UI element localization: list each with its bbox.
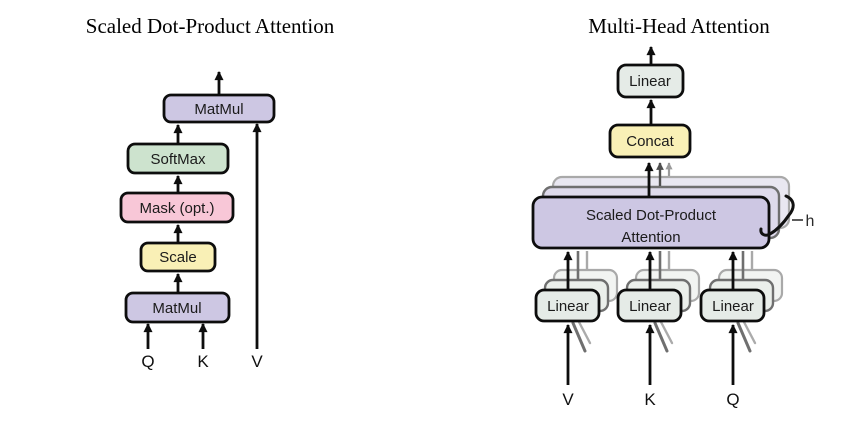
- linear-stack-v: Linear V: [534, 250, 619, 409]
- mha-input-q-label: Q: [726, 390, 739, 409]
- ghost-input-slant-v1: [571, 321, 587, 353]
- block-linear-out: Linear: [616, 63, 685, 99]
- block-scale: Scale: [139, 241, 217, 273]
- sdpa-input-k-label: K: [197, 352, 209, 371]
- ghost-input-slant-q2: [742, 320, 757, 345]
- ghost-input-slant-q1: [736, 321, 752, 353]
- matmul-top-box: [162, 93, 276, 124]
- linear-out-box: [616, 63, 685, 99]
- linear-stack-q: Linear Q: [699, 250, 784, 409]
- mask-box: [119, 191, 235, 224]
- sdpa-input-v-label: V: [251, 352, 263, 371]
- mha-input-k-label: K: [644, 390, 656, 409]
- sdpa-main-box: [531, 195, 771, 250]
- mask-label: Mask (opt.): [139, 200, 214, 217]
- ghost-input-slant-v2: [577, 320, 592, 345]
- sdpa-main-label-line1: Scaled Dot-Product: [586, 207, 717, 224]
- scale-label: Scale: [159, 249, 197, 266]
- heads-count-label: h: [806, 213, 815, 230]
- concat-box: [608, 123, 692, 159]
- sdpa-main-label-line2: Attention: [621, 229, 680, 246]
- sdpa-title: Scaled Dot-Product Attention: [86, 14, 335, 38]
- block-matmul-bottom: MatMul: [124, 291, 231, 324]
- block-sdpa-main: Scaled Dot-Product Attention: [531, 195, 771, 250]
- linear-v-box: [534, 288, 601, 323]
- mha-title: Multi-Head Attention: [588, 14, 770, 38]
- mha-input-v-label: V: [562, 390, 574, 409]
- sdpa-diagram: Scaled Dot-Product Attention MatMul Soft…: [86, 14, 335, 371]
- matmul-top-label: MatMul: [194, 101, 243, 118]
- block-softmax: SoftMax: [126, 142, 230, 175]
- concat-label: Concat: [626, 133, 674, 150]
- matmul-bottom-box: [124, 291, 231, 324]
- heads-slash-mark: [759, 194, 795, 237]
- sdpa-input-q-label: Q: [141, 352, 154, 371]
- linear-q-box: [699, 288, 766, 323]
- softmax-box: [126, 142, 230, 175]
- linear-q-label: Linear: [712, 298, 754, 315]
- linear-out-label: Linear: [629, 73, 671, 90]
- ghost-input-slant-k2: [659, 320, 674, 345]
- block-matmul-top: MatMul: [162, 93, 276, 124]
- softmax-label: SoftMax: [150, 151, 206, 168]
- ghost-input-slant-k1: [653, 321, 669, 353]
- mha-diagram: Multi-Head Attention Linear Concat Scale…: [531, 14, 815, 409]
- block-mask: Mask (opt.): [119, 191, 235, 224]
- block-concat: Concat: [608, 123, 692, 159]
- linear-stack-k: Linear K: [616, 250, 701, 409]
- linear-v-label: Linear: [547, 298, 589, 315]
- linear-k-box: [616, 288, 683, 323]
- matmul-bottom-label: MatMul: [152, 300, 201, 317]
- scale-box: [139, 241, 217, 273]
- linear-k-label: Linear: [629, 298, 671, 315]
